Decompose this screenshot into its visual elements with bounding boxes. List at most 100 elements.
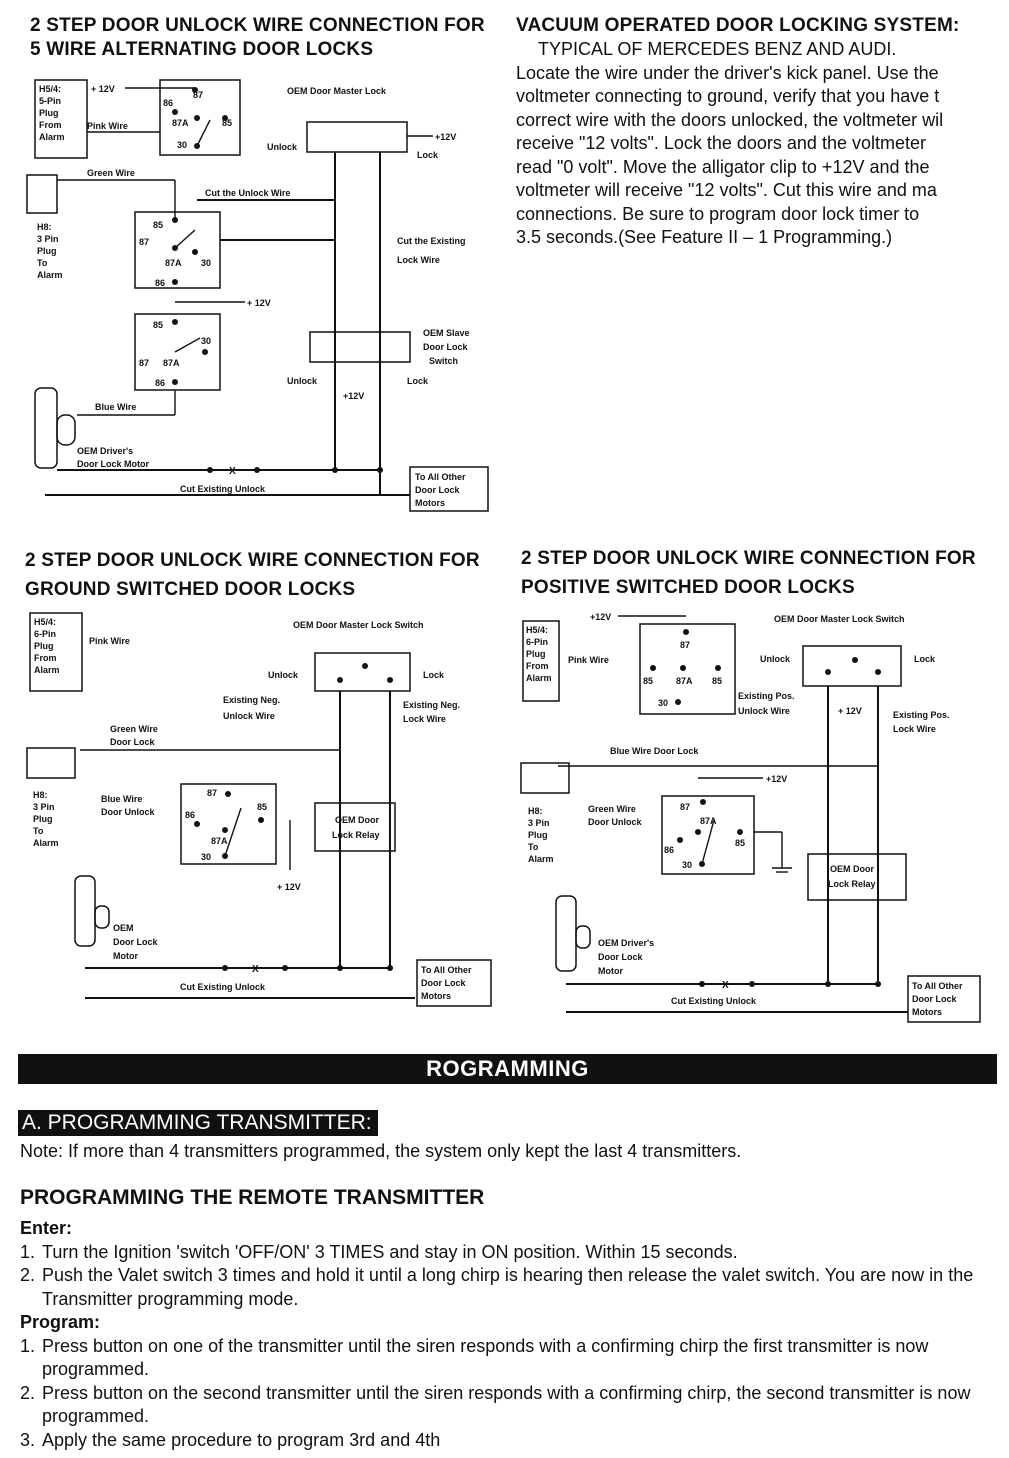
relay-2 [134,211,221,289]
svg-text:86: 86 [155,278,165,288]
svg-text:87A: 87A [172,118,189,128]
program-step: 1. Press button on one of the transmitte… [20,1335,929,1380]
svg-text:Lock: Lock [423,670,445,680]
svg-text:3 Pin: 3 Pin [528,818,550,828]
svg-text:87: 87 [139,237,149,247]
svg-text:Cut the Unlock Wire: Cut the Unlock Wire [205,188,290,198]
vacuum-title: VACUUM OPERATED DOOR LOCKING SYSTEM: [516,15,960,36]
h8-plug-connector [26,174,58,214]
svg-text:30: 30 [201,852,211,862]
enter-label: Enter: [20,1218,73,1238]
svg-text:Motors: Motors [912,1007,942,1017]
svg-text:Cut Existing Unlock: Cut Existing Unlock [671,996,757,1006]
svg-text:Plug: Plug [39,108,59,118]
svg-text:3 Pin: 3 Pin [37,234,59,244]
svg-text:From: From [526,661,549,671]
svg-text:85: 85 [712,676,722,686]
svg-text:OEM Door: OEM Door [830,864,874,874]
h8-plug-connector [520,762,570,794]
svg-text:Motor: Motor [113,951,138,961]
svg-text:85: 85 [735,838,745,848]
svg-text:Plug: Plug [526,649,546,659]
all-other-motors-box [416,959,492,1007]
svg-text:OEM Door Master Lock Switch: OEM Door Master Lock Switch [774,614,905,624]
svg-text:87A: 87A [165,258,182,268]
svg-text:Pink Wire: Pink Wire [568,655,609,665]
svg-text:Existing Pos.: Existing Pos. [893,710,950,720]
svg-text:Door Lock: Door Lock [423,342,468,352]
svg-text:Door Unlock: Door Unlock [101,807,155,817]
svg-text:+12V: +12V [590,612,611,622]
svg-text:30: 30 [658,698,668,708]
svg-text:85: 85 [153,320,163,330]
svg-text:30: 30 [177,140,187,150]
svg-text:Blue Wire: Blue Wire [101,794,142,804]
five-wire-title: 2 STEP DOOR UNLOCK WIRE CONNECTION FOR 5… [30,15,485,60]
svg-text:Plug: Plug [33,814,53,824]
programming-transmitter-heading: A. PROGRAMMING TRANSMITTER: [18,1110,378,1136]
svg-text:Lock Wire: Lock Wire [403,714,446,724]
svg-text:OEM Door Master Lock: OEM Door Master Lock [287,86,387,96]
svg-text:Motors: Motors [421,991,451,1001]
svg-text:Blue Wire: Blue Wire [95,402,136,412]
ground-title: 2 STEP DOOR UNLOCK WIRE CONNECTION FOR G… [25,550,480,600]
svg-text:Unlock Wire: Unlock Wire [223,711,275,721]
svg-text:Green Wire: Green Wire [110,724,158,734]
svg-text:30: 30 [201,258,211,268]
svg-text:+ 12V: + 12V [247,298,271,308]
svg-text:To: To [33,826,44,836]
vacuum-subtitle: TYPICAL OF MERCEDES BENZ AND AUDI. [538,39,897,59]
h5-label: H5/4: [39,84,61,94]
svg-text:To All Other: To All Other [912,981,963,991]
svg-text:86: 86 [155,378,165,388]
vacuum-section: VACUUM OPERATED DOOR LOCKING SYSTEM: TYP… [516,14,996,250]
svg-text:87: 87 [139,358,149,368]
remote-transmitter-title: PROGRAMMING THE REMOTE TRANSMITTER [20,1186,485,1209]
oem-relay-box [807,853,907,901]
svg-text:Motors: Motors [415,498,445,508]
svg-text:To: To [528,842,539,852]
svg-text:From: From [39,120,62,130]
svg-text:Unlock: Unlock [267,142,298,152]
positive-diagram: +12V OEM Door Master Lock Switch H5/4: 6… [518,606,988,1026]
svg-text:X: X [252,964,259,975]
svg-text:OEM Door: OEM Door [335,815,379,825]
svg-text:Door Lock: Door Lock [415,485,460,495]
svg-text:Alarm: Alarm [528,854,554,864]
svg-text:+ 12V: + 12V [277,882,301,892]
programming-banner: ROGRAMMING [18,1054,997,1084]
svg-text:Alarm: Alarm [37,270,63,280]
svg-text:Lock: Lock [914,654,936,664]
svg-text:OEM Slave: OEM Slave [423,328,470,338]
h8-plug-connector [26,747,76,779]
svg-text:85: 85 [153,220,163,230]
svg-text:Plug: Plug [528,830,548,840]
svg-text:X: X [229,466,236,477]
oem-relay-box [314,802,396,852]
master-lock-switch [306,121,408,153]
door-lock-motor-icon [555,895,577,972]
svg-text:87: 87 [680,802,690,812]
svg-text:Lock Wire: Lock Wire [893,724,936,734]
svg-text:85: 85 [222,118,232,128]
svg-text:3 Pin: 3 Pin [33,802,55,812]
svg-text:86: 86 [664,845,674,855]
svg-text:Door Lock: Door Lock [598,952,643,962]
relay-1 [639,623,736,715]
svg-text:H5/4:: H5/4: [526,625,548,635]
svg-text:Door Unlock: Door Unlock [588,817,642,827]
svg-text:Switch: Switch [429,356,458,366]
program-label: Program: [20,1312,101,1332]
svg-text:Door Lock: Door Lock [912,994,957,1004]
svg-text:87: 87 [680,640,690,650]
program-step: 3. Apply the same procedure to program 3… [20,1429,441,1450]
svg-text:6-Pin: 6-Pin [526,637,548,647]
svg-text:87A: 87A [700,816,717,826]
five-wire-diagram: H5/4: 5-Pin Plug From Alarm 86 87 87A 85… [25,70,495,520]
svg-text:To: To [37,258,48,268]
enter-step: 1. Turn the Ignition 'switch 'OFF/ON' 3 … [20,1241,738,1262]
svg-text:Lock Wire: Lock Wire [397,255,440,265]
ground-diagram: H5/4: 6-Pin Plug From Alarm Pink Wire OE… [25,608,500,1008]
svg-text:+12V: +12V [435,132,456,142]
svg-text:Door Lock: Door Lock [110,737,155,747]
